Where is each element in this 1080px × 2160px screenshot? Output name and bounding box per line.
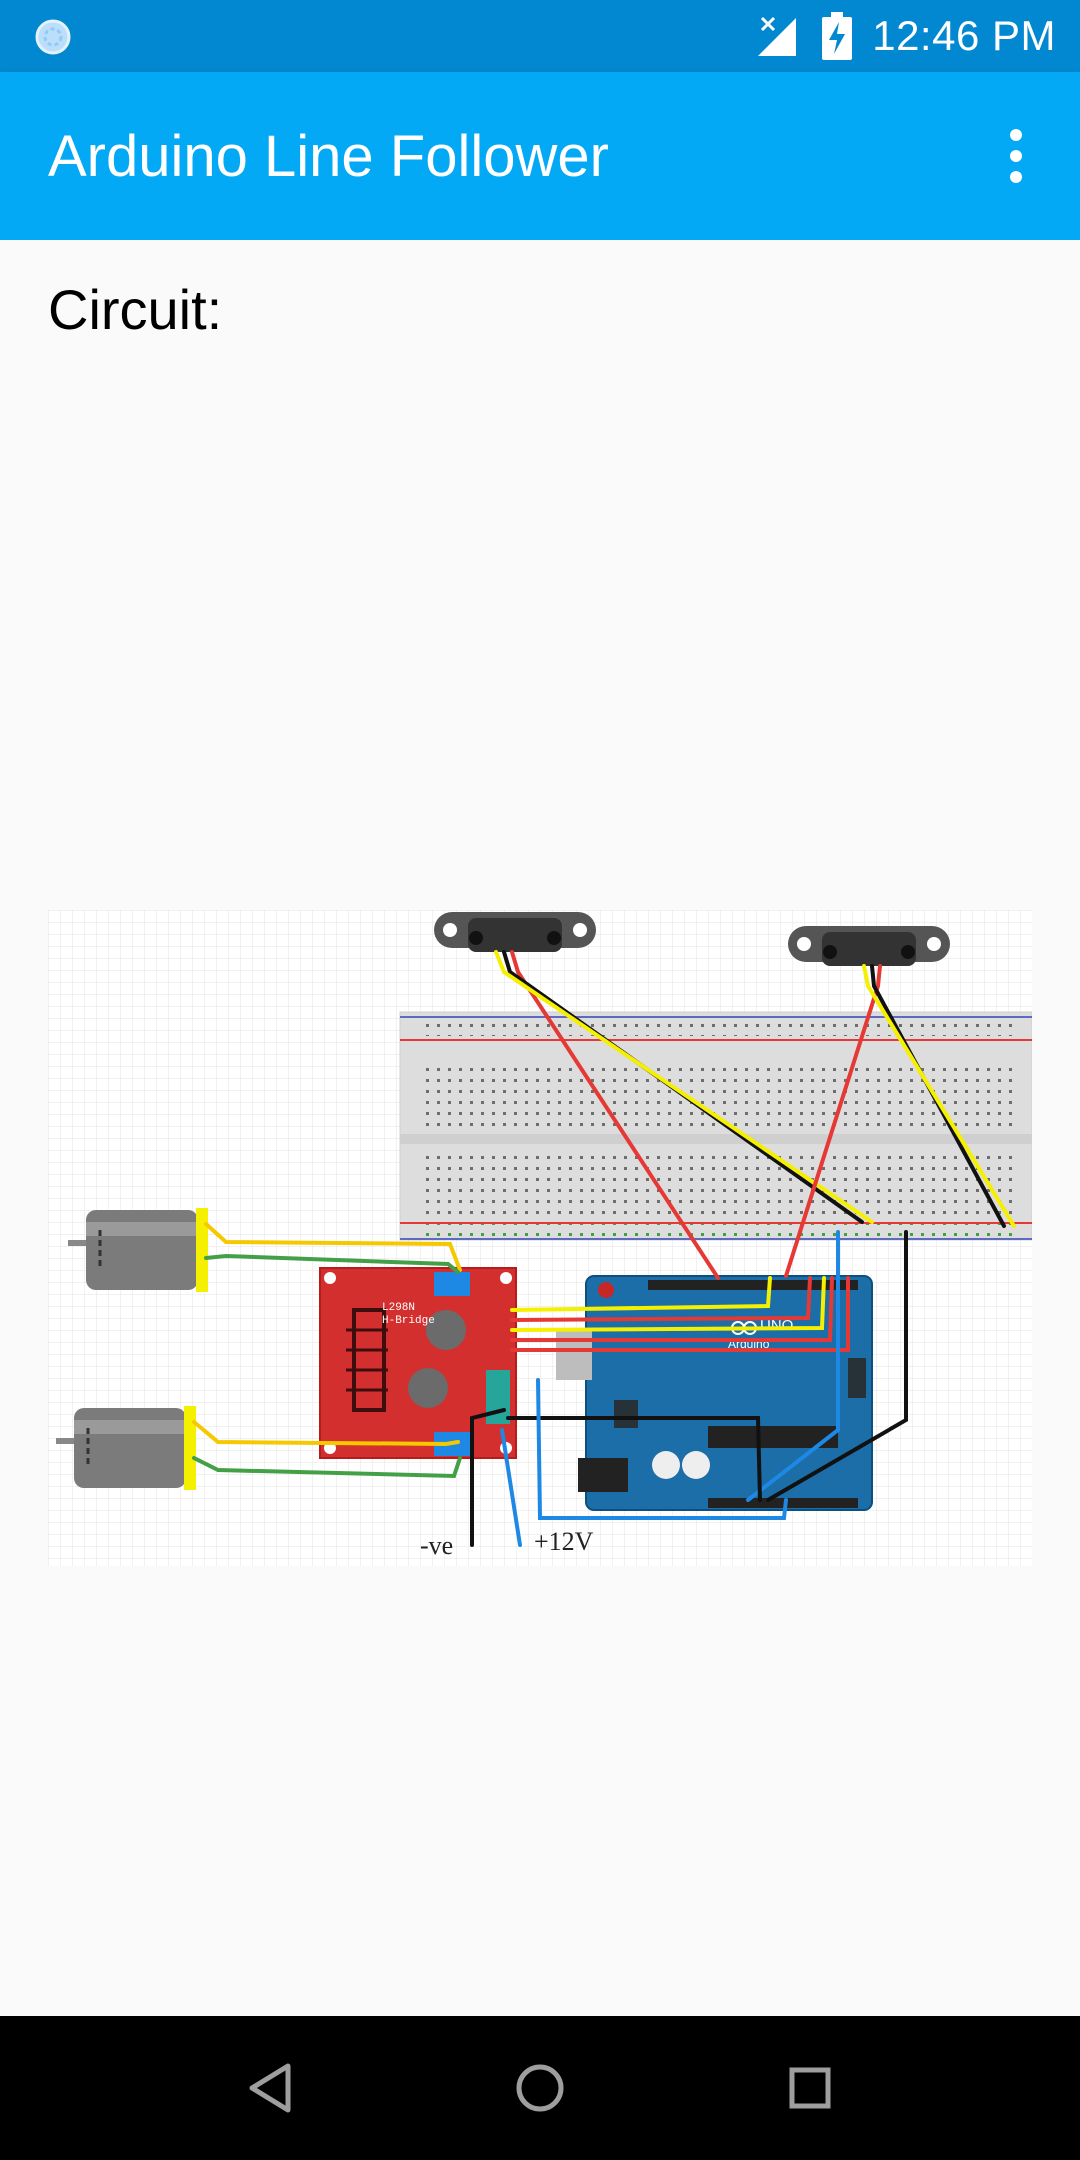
navigation-bar — [0, 2016, 1080, 2160]
motor-top — [68, 1208, 208, 1292]
svg-text:H-Bridge: H-Bridge — [382, 1315, 435, 1327]
app-title: Arduino Line Follower — [48, 124, 609, 189]
content-area: Circuit: — [0, 240, 1080, 2015]
svg-text:L298N: L298N — [382, 1302, 415, 1314]
app-bar: Arduino Line Follower — [0, 72, 1080, 240]
positive-label: +12V — [534, 1527, 594, 1556]
ir-sensor-right — [788, 926, 950, 966]
negative-label: -ve — [420, 1531, 453, 1560]
wires — [192, 950, 1016, 1547]
arduino-uno: UNO Arduino — [556, 1275, 873, 1511]
recents-icon[interactable] — [770, 2048, 850, 2128]
l298n-h-bridge: L298N H-Bridge — [319, 1267, 517, 1459]
breadboard — [399, 1011, 1032, 1241]
status-bar: 12:46 PM — [0, 0, 1080, 72]
battery-charging-icon — [822, 12, 852, 60]
motor-bottom — [56, 1406, 196, 1490]
signal-icon — [758, 16, 796, 56]
status-clock: 12:46 PM — [872, 12, 1056, 59]
sync-icon — [35, 19, 71, 55]
more-vert-icon[interactable] — [980, 120, 1052, 192]
home-icon[interactable] — [500, 2048, 580, 2128]
ir-sensor-left — [434, 912, 596, 952]
section-title: Circuit: — [48, 278, 223, 341]
circuit-diagram: L298N H-Bridge UNO Arduino — [48, 910, 1032, 1566]
back-icon[interactable] — [230, 2048, 310, 2128]
